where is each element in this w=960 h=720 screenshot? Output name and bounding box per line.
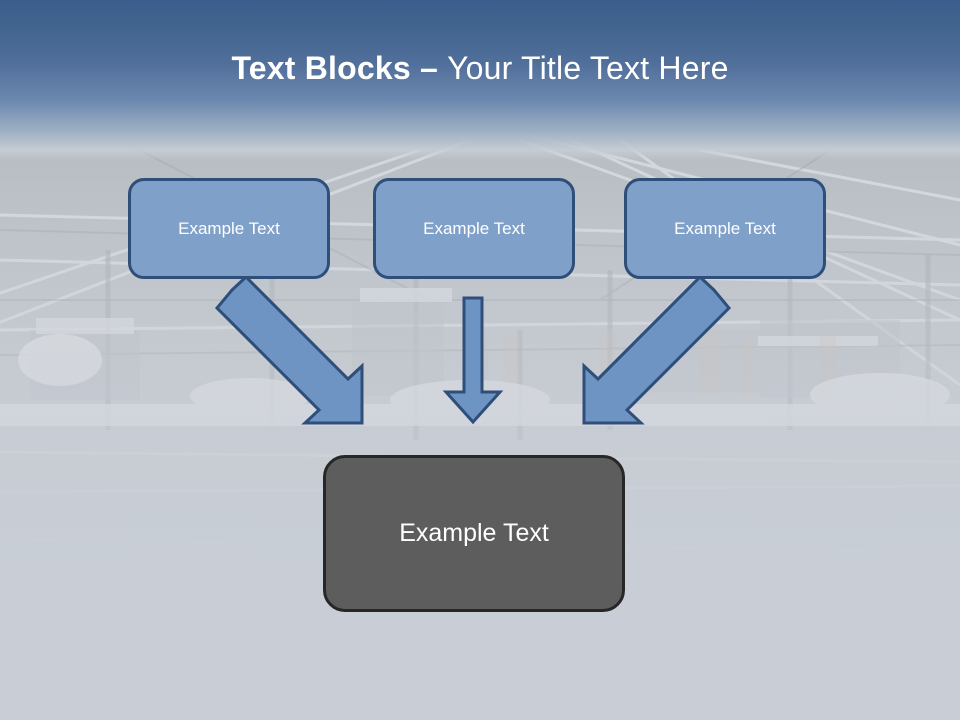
text-block-result[interactable]: Example Text xyxy=(323,455,625,612)
text-block-1[interactable]: Example Text xyxy=(128,178,330,279)
text-block-result-label: Example Text xyxy=(399,519,549,547)
arrow-straight-down-icon xyxy=(442,296,504,425)
arrow-diagonal-down-left-icon xyxy=(582,274,732,425)
page-title-rest: Your Title Text Here xyxy=(447,50,729,86)
arrow-diagonal-down-right-icon xyxy=(214,274,364,425)
text-block-3[interactable]: Example Text xyxy=(624,178,826,279)
text-block-2-label: Example Text xyxy=(423,218,525,238)
page-title-strong: Text Blocks xyxy=(231,50,411,86)
text-block-1-label: Example Text xyxy=(178,218,280,238)
page-title-dash: – xyxy=(410,50,448,86)
text-block-2[interactable]: Example Text xyxy=(373,178,575,279)
text-block-3-label: Example Text xyxy=(674,218,776,238)
title-gradient-band xyxy=(0,0,960,160)
page-title: Text Blocks – Your Title Text Here xyxy=(0,48,960,88)
